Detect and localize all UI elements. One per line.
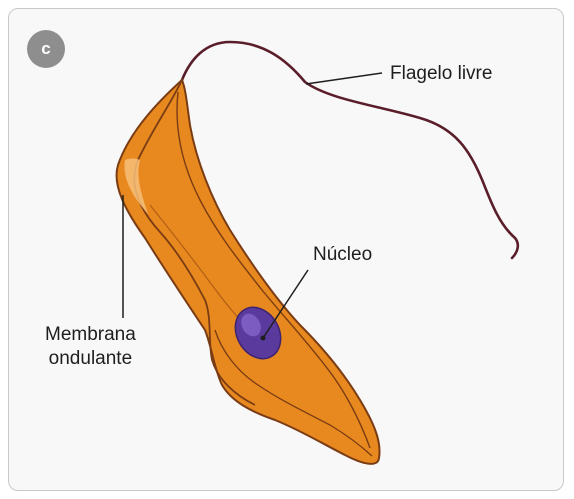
leader-dot-nucleo <box>261 336 266 341</box>
label-nucleo: Núcleo <box>313 243 372 267</box>
panel-letter-badge: c <box>27 30 65 68</box>
label-membrana-ondulante: Membrana ondulante <box>45 323 136 371</box>
label-flagelo-livre: Flagelo livre <box>390 62 492 86</box>
label-membrana-line1: Membrana <box>45 323 136 347</box>
label-membrana-line2: ondulante <box>45 347 136 371</box>
leader-line-flagelo <box>306 73 382 84</box>
